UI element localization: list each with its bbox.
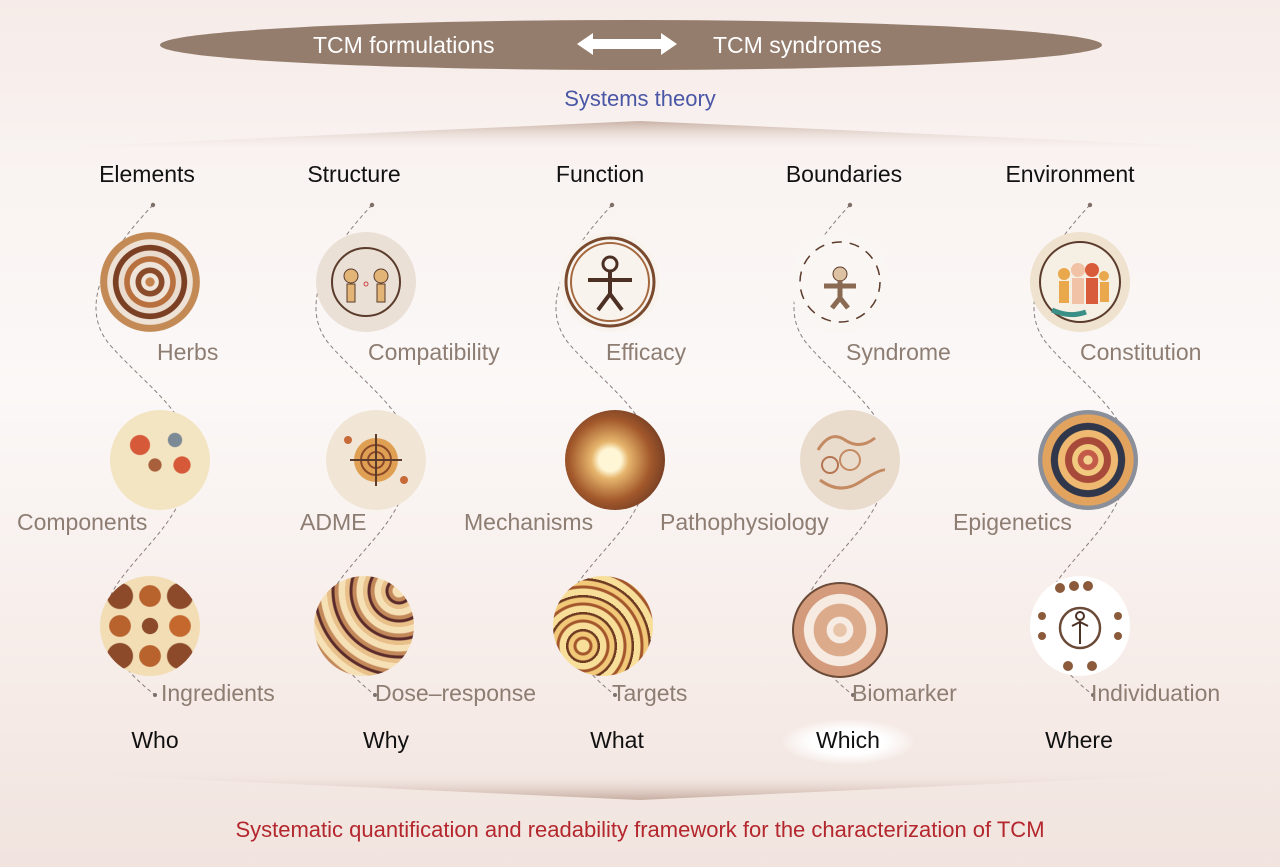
biomarker-illustration (792, 582, 888, 678)
column-head-structure: Structure (307, 161, 401, 187)
herbs-illustration (100, 232, 200, 332)
column-head-environment: Environment (1005, 161, 1135, 187)
syndrome-illustration (790, 232, 890, 332)
dose-response-illustration (314, 576, 414, 676)
individuation-illustration (1030, 576, 1130, 676)
question-who: Who (131, 727, 179, 753)
column-head-boundaries: Boundaries (785, 161, 903, 187)
column-head-function: Function (555, 161, 645, 187)
item-targets: Targets (612, 680, 688, 706)
mechanisms-illustration (565, 410, 665, 510)
compatibility-illustration (316, 232, 416, 332)
which-highlight (783, 720, 913, 764)
item-dose-response: Dose–response (375, 680, 537, 706)
column-head-elements: Elements (99, 161, 195, 187)
item-pathophysiology: Pathophysiology (660, 509, 829, 535)
question-which: Which (816, 727, 880, 753)
ingredients-illustration (100, 576, 200, 676)
item-biomarker: Biomarker (852, 680, 957, 706)
item-components: Components (17, 509, 148, 535)
double-arrow-icon (577, 33, 677, 55)
systems-theory-label: Systems theory (564, 86, 716, 111)
item-constitution: Constitution (1080, 339, 1202, 365)
epigenetics-illustration (1038, 410, 1138, 510)
item-compatibility: Compatibility (368, 339, 500, 365)
adme-illustration (326, 410, 426, 510)
bottom-wedge-divider (30, 772, 1250, 800)
item-ingredients: Ingredients (161, 680, 275, 706)
top-wedge-divider (40, 121, 1240, 148)
question-where: Where (1045, 727, 1113, 753)
tcm-formulations-label: TCM formulations (313, 32, 495, 58)
item-individuation: Individuation (1091, 680, 1221, 706)
framework-caption: Systematic quantification and readabilit… (235, 817, 1045, 842)
pathophysiology-illustration (800, 410, 900, 510)
item-adme: ADME (300, 509, 367, 535)
item-mechanisms: Mechanisms (464, 509, 594, 535)
question-what: What (590, 727, 644, 753)
item-herbs: Herbs (157, 339, 219, 365)
efficacy-illustration (560, 232, 660, 332)
item-epigenetics: Epigenetics (953, 509, 1072, 535)
constitution-illustration (1030, 232, 1130, 332)
tcm-syndromes-label: TCM syndromes (713, 32, 882, 58)
item-efficacy: Efficacy (606, 339, 687, 365)
question-why: Why (363, 727, 409, 753)
targets-illustration (553, 576, 653, 676)
components-illustration (110, 410, 210, 510)
item-syndrome: Syndrome (846, 339, 951, 365)
